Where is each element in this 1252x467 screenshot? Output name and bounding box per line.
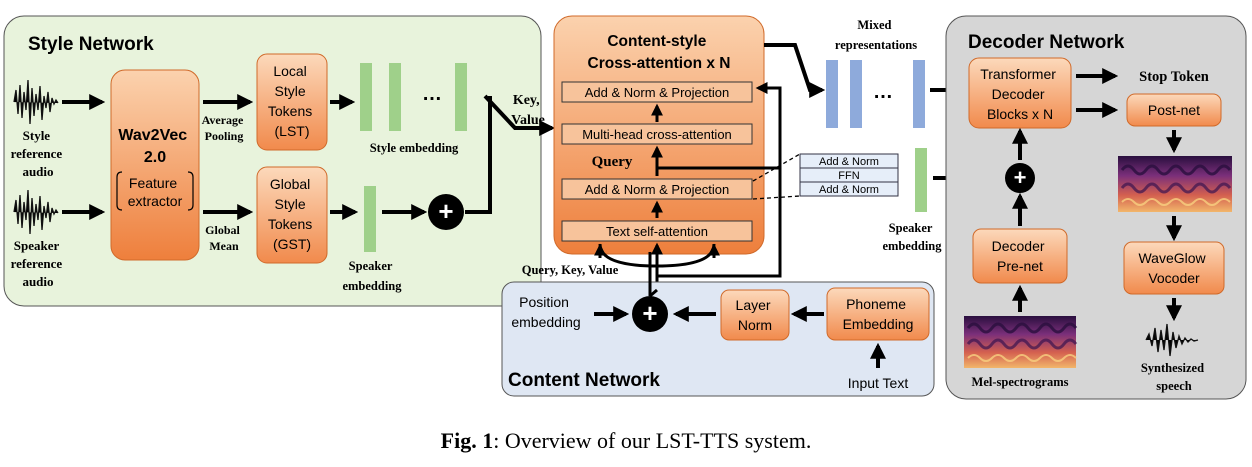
content-network-title: Content Network <box>508 370 660 391</box>
decoder-speaker-embedding-bar <box>915 148 927 212</box>
waveglow-label: WaveGlow Vocoder <box>1138 250 1209 286</box>
decoder-speaker-embedding-label: Speaker embedding <box>882 221 942 253</box>
synthesized-speech-label: Synthesized speech <box>1141 361 1207 393</box>
postnet-box <box>1126 93 1222 127</box>
output-spectrogram-icon <box>1118 156 1232 212</box>
lst-tts-diagram: Style Network Style reference audio Spea… <box>3 15 1247 400</box>
transformer-decoder-label: Transformer Decoder Blocks x N <box>980 66 1060 122</box>
speaker-embedding-bar <box>364 186 376 252</box>
add-norm-proj-top-label: Add & Norm & Projection <box>585 85 730 100</box>
content-plus-label: + <box>642 298 657 328</box>
input-text-label: Input Text <box>848 375 909 391</box>
lst-label: Local Style Tokens (LST) <box>268 63 316 139</box>
text-self-attention-label: Text self-attention <box>606 224 708 239</box>
stack-ffn-label: FFN <box>838 170 859 182</box>
style-audio-waveform-icon <box>13 79 59 125</box>
content-plus-icon <box>632 296 668 332</box>
decoder-prenet-box <box>972 228 1068 284</box>
stack-add-norm-bottom-label: Add & Norm <box>819 184 879 196</box>
style-embedding-ellipsis: … <box>422 83 442 105</box>
content-network-panel <box>501 281 935 397</box>
synthesized-speech-waveform-icon <box>1145 323 1199 357</box>
add-norm-proj-mid-label: Add & Norm & Projection <box>585 182 730 197</box>
stack-add-norm-bottom <box>799 181 899 197</box>
figure-number: Fig. 1 <box>440 428 494 453</box>
add-norm-proj-top-box <box>561 81 753 103</box>
global-mean-label: Global Mean <box>205 223 243 253</box>
postnet-label: Post-net <box>1148 102 1200 118</box>
waveglow-box <box>1123 241 1225 295</box>
position-embedding-label: Position embedding <box>511 294 580 330</box>
multihead-cross-attention-label: Multi-head cross-attention <box>582 127 732 142</box>
mel-spectrograms-label: Mel-spectrograms <box>972 375 1069 389</box>
query-label: Query <box>592 154 633 170</box>
cross-attention-title: Content-style Cross-attention x N <box>588 33 731 72</box>
layer-norm-label: Layer Norm <box>736 297 775 333</box>
gst-label: Global Style Tokens (GST) <box>268 176 316 252</box>
add-norm-proj-mid-box <box>561 178 753 200</box>
lst-box <box>256 53 328 151</box>
mixed-bar-2 <box>850 60 862 128</box>
speaker-audio-waveform-icon <box>13 189 59 235</box>
style-embedding-label: Style embedding <box>370 141 459 155</box>
style-embedding-bar-1 <box>360 63 372 131</box>
mixed-ellipsis: … <box>873 81 893 103</box>
decoder-prenet-label: Decoder Pre-net <box>992 238 1049 274</box>
mixed-representations-label: Mixed representations <box>835 18 917 52</box>
phoneme-embedding-box <box>826 287 930 341</box>
average-pooling-label: Average Pooling <box>202 113 247 143</box>
wav2vec-box <box>110 69 200 261</box>
mixed-bar-1 <box>826 60 838 128</box>
decoder-network-title: Decoder Network <box>968 32 1125 53</box>
key-value-label: Key, Value <box>511 93 545 128</box>
gst-box <box>256 166 328 264</box>
style-embedding-bar-3 <box>455 63 467 131</box>
phoneme-embedding-label: Phoneme Embedding <box>843 296 914 332</box>
text-self-attention-box <box>561 220 753 242</box>
multihead-cross-attention-box <box>561 123 753 145</box>
layer-norm-box <box>720 289 790 341</box>
stack-add-norm-top-label: Add & Norm <box>819 156 879 168</box>
stop-token-label: Stop Token <box>1139 69 1209 85</box>
style-ref-audio-label: Style reference audio <box>11 128 66 179</box>
speaker-ref-audio-label: Speaker reference audio <box>11 238 66 289</box>
figure-caption: Fig. 1: Overview of our LST-TTS system. <box>0 428 1252 454</box>
wav2vec-label: Wav2Vec 2.0 <box>118 127 191 166</box>
feature-extractor-label: Feature extractor <box>128 175 183 209</box>
qkv-label: Query, Key, Value <box>522 263 619 277</box>
mixed-bar-3 <box>913 60 925 128</box>
style-network-title: Style Network <box>28 34 154 55</box>
figure-caption-text: : Overview of our LST-TTS system. <box>493 428 812 453</box>
style-plus-icon <box>428 194 464 230</box>
style-plus-label: + <box>438 196 453 226</box>
speaker-embedding-label: Speaker embedding <box>342 259 402 293</box>
decoder-plus-icon <box>1005 163 1035 193</box>
mel-spectrogram-input-icon <box>964 316 1078 368</box>
decoder-plus-label: + <box>1014 165 1027 190</box>
style-embedding-bar-2 <box>389 63 401 131</box>
